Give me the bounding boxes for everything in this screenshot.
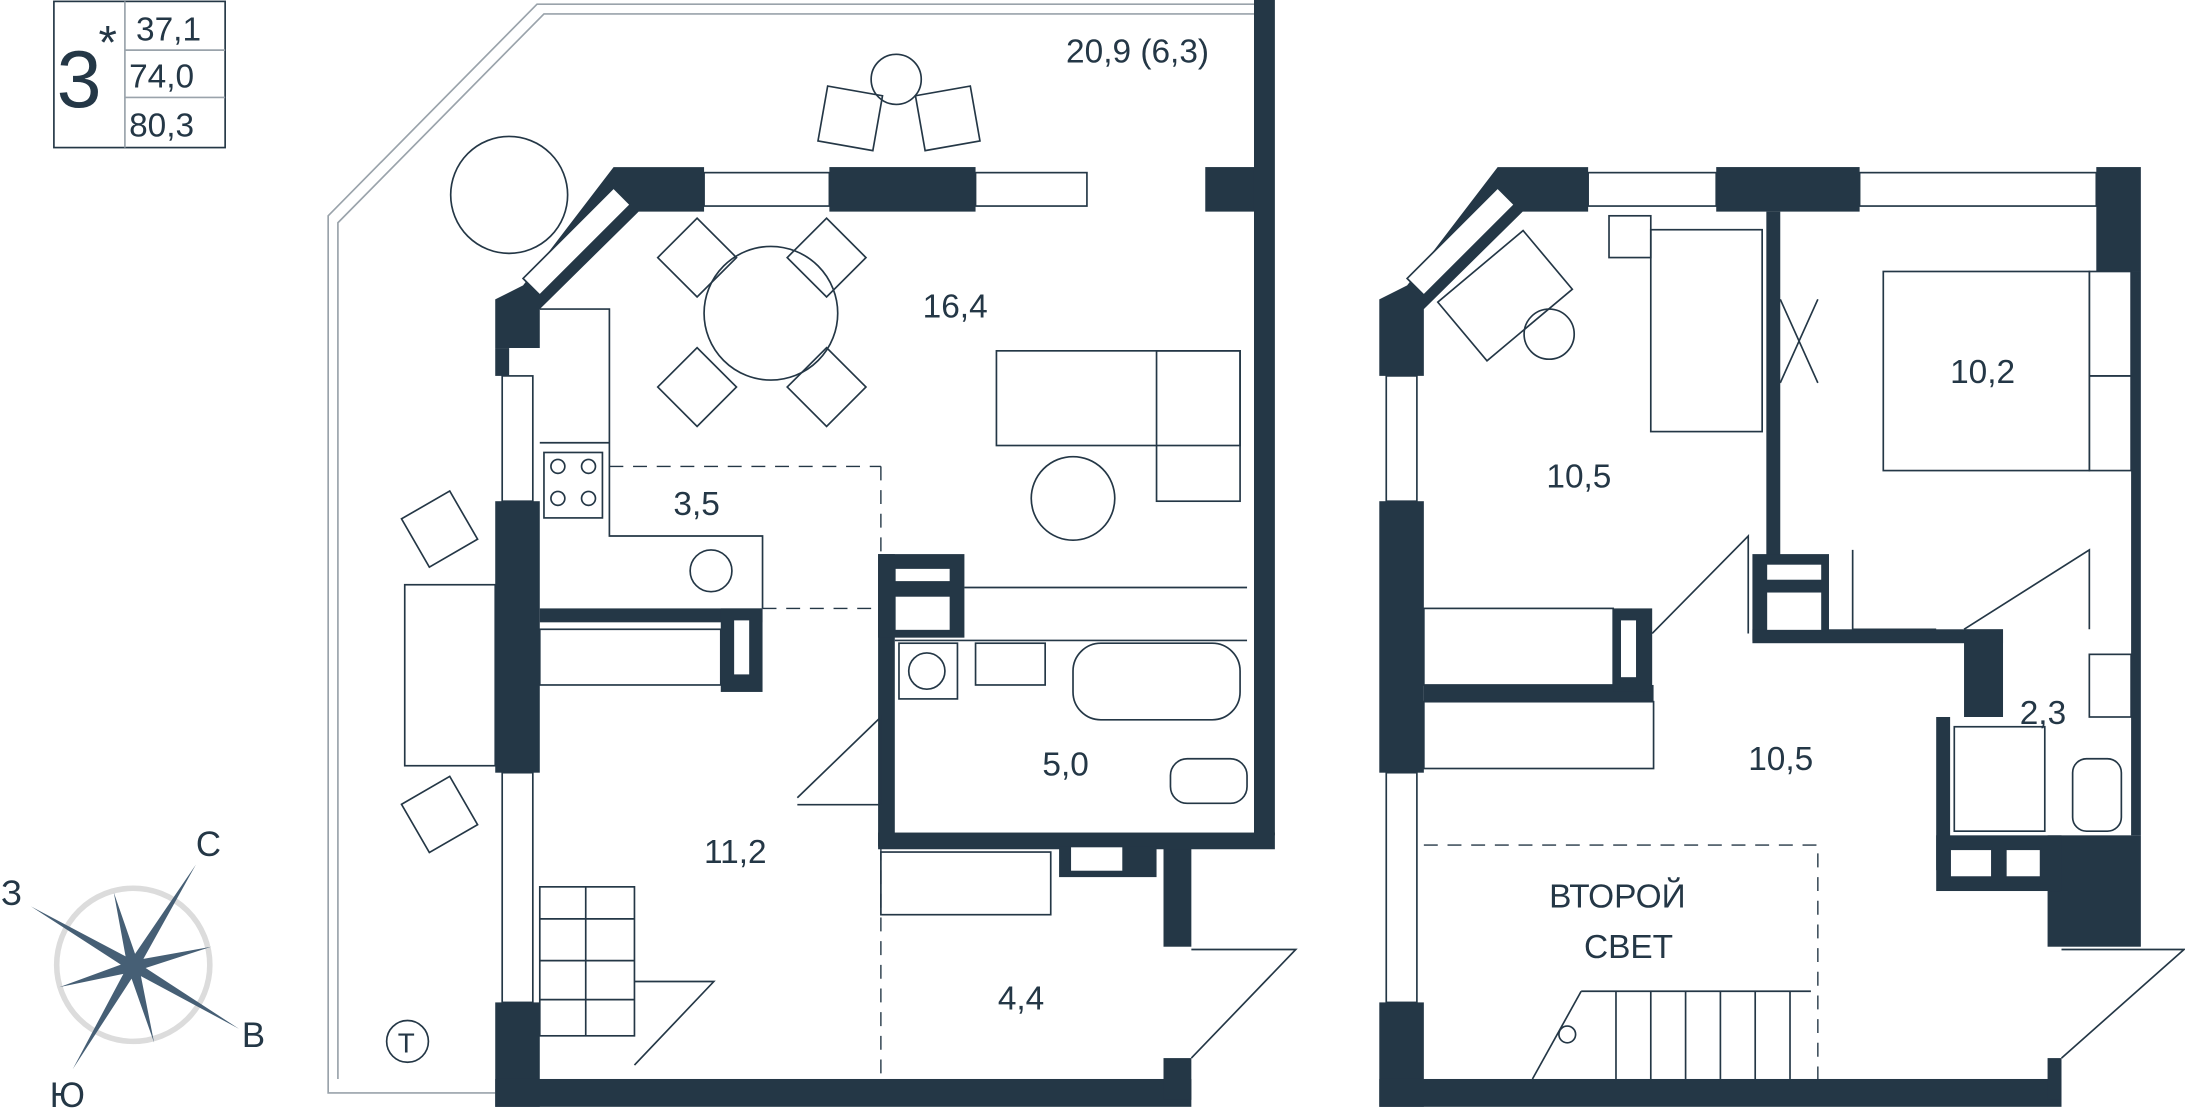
compass-north: С bbox=[196, 825, 221, 864]
room-area-10-2: 10,2 bbox=[1950, 354, 2015, 391]
terrace-marker: Т bbox=[398, 1028, 415, 1059]
terrace-area-label: 20,9 (6,3) bbox=[1066, 34, 1209, 71]
room-area-10-5-hall: 10,5 bbox=[1748, 741, 1813, 778]
room-area-5-0: 5,0 bbox=[1042, 746, 1088, 783]
room-count-mark: * bbox=[98, 16, 116, 69]
room-area-2-3: 2,3 bbox=[2020, 695, 2066, 732]
second-light-line1: ВТОРОЙ bbox=[1549, 878, 1685, 916]
compass-south: Ю bbox=[50, 1076, 85, 1111]
level-2-plan: 10,5 10,2 10,5 2,3 ВТОРОЙ СВЕТ bbox=[1379, 167, 2185, 1107]
room-area-11-2: 11,2 bbox=[704, 834, 767, 871]
compass-rose: С З В Ю bbox=[1, 825, 265, 1111]
living-area: 37,1 bbox=[136, 11, 201, 48]
room-area-16-4: 16,4 bbox=[923, 288, 988, 325]
level-1-plan: 20,9 (6,3) 16,4 3,5 11,2 5,0 4,4 Т bbox=[327, 0, 1298, 1107]
compass-east: В bbox=[242, 1016, 265, 1055]
room-count: 3 bbox=[57, 35, 102, 125]
room-area-4-4: 4,4 bbox=[998, 980, 1044, 1017]
compass-star-icon bbox=[30, 864, 240, 1070]
total-area: 74,0 bbox=[129, 59, 194, 96]
second-light-line2: СВЕТ bbox=[1584, 929, 1673, 966]
compass-west: З bbox=[1, 874, 22, 913]
room-area-10-5-bedroom: 10,5 bbox=[1546, 458, 1611, 495]
total-with-terrace-area: 80,3 bbox=[129, 107, 194, 144]
room-area-3-5: 3,5 bbox=[673, 486, 719, 523]
compass-ring bbox=[53, 885, 213, 1045]
apartment-legend: 3 * 37,1 74,0 80,3 bbox=[53, 0, 226, 149]
